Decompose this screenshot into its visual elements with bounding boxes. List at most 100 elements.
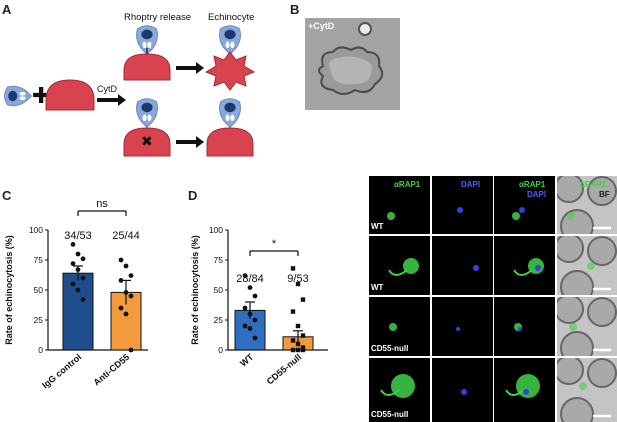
data-point (290, 347, 296, 353)
chart-d: Rate of echinocytosis (%) 0 25 50 75 100 28/84… (190, 225, 328, 387)
data-point (247, 326, 253, 331)
data-point (290, 338, 296, 343)
y-tick-label: 75 (214, 255, 224, 265)
fluorescence-micrograph (494, 176, 555, 234)
data-point (300, 333, 306, 338)
brightfield-micrograph (557, 297, 617, 356)
merozoite-icon (136, 98, 158, 128)
data-point (118, 305, 124, 311)
data-point (295, 281, 301, 287)
echinocyte-icon (204, 51, 256, 91)
merozoite-icon (219, 25, 241, 55)
fluorescence-micrograph (432, 236, 493, 295)
cytd-tag: +CytD (308, 21, 335, 31)
y-tick-label: 75 (34, 255, 44, 265)
data-point (247, 285, 253, 290)
data-point (70, 261, 76, 266)
fluorescence-micrograph (494, 297, 555, 356)
data-point (123, 263, 129, 269)
data-point (70, 242, 76, 247)
x-tick-label: CD55-null (265, 352, 304, 387)
merozoite-icon (4, 85, 32, 107)
fluorescence-micrograph (369, 358, 430, 422)
red-cell-icon (206, 127, 254, 157)
y-tick-label: 50 (214, 285, 224, 295)
fluorescence-micrograph (494, 358, 555, 422)
data-point (252, 317, 258, 323)
fluorescence-micrograph (432, 297, 493, 356)
panel-label-c: C (2, 188, 12, 203)
data-point (80, 275, 86, 281)
column-label-bf: BF (599, 190, 610, 199)
data-point (70, 281, 76, 287)
data-point (252, 293, 258, 299)
fluorescence-micrograph (432, 358, 493, 422)
count-label: 28/84 (236, 273, 264, 285)
panel-label-a: A (2, 2, 12, 17)
panel-b-micrograph: +CytD (305, 18, 400, 110)
data-point (290, 266, 296, 271)
data-point (80, 297, 86, 302)
fluorescence-micrograph (369, 236, 430, 295)
y-axis-label: Rate of echinocytosis (%) (190, 235, 200, 345)
data-point (242, 323, 248, 329)
x-tick-label: Anti-CD55 (92, 352, 132, 388)
data-point (75, 287, 81, 293)
data-point (300, 297, 306, 302)
y-tick-label: 50 (34, 285, 44, 295)
panel-label-d: D (188, 188, 198, 203)
brightfield-micrograph (557, 236, 617, 295)
fluorescence-micrograph (432, 176, 493, 234)
merozoite-icon (219, 98, 241, 128)
bar (62, 272, 94, 351)
data-point (80, 256, 86, 262)
brightfield-micrograph (557, 176, 617, 234)
data-point (118, 278, 124, 283)
data-point (252, 335, 258, 341)
count-label: 34/53 (64, 230, 92, 242)
red-cell-icon (45, 79, 95, 111)
row-label: WT (371, 222, 384, 231)
echinocyte-label: Echinocyte (208, 12, 254, 23)
y-tick-label: 25 (34, 315, 44, 325)
row-label: CD55-null (371, 410, 409, 419)
column-label-arap1: αRAP1 (394, 180, 421, 189)
data-point (75, 251, 81, 257)
x-tick-label: IgG control (40, 352, 83, 391)
significance-label: * (272, 238, 277, 250)
y-tick-label: 0 (38, 345, 43, 355)
data-point (128, 347, 134, 353)
cytd-label: CytD (97, 84, 118, 94)
brightfield-micrograph (557, 358, 617, 422)
count-label: 9/53 (287, 273, 308, 285)
panel-label-b: B (290, 2, 300, 17)
data-point (247, 311, 253, 317)
rhoptry-release-label: Rhoptry release (124, 12, 191, 23)
data-point (295, 323, 301, 329)
data-point (242, 273, 248, 278)
data-point (242, 305, 248, 311)
data-point (118, 257, 124, 263)
data-point (290, 309, 296, 314)
y-tick-label: 0 (218, 345, 223, 355)
fluorescence-micrograph (494, 236, 555, 295)
y-tick-label: 100 (209, 225, 223, 235)
y-tick-label: 100 (29, 225, 43, 235)
y-tick-label: 25 (214, 315, 224, 325)
data-point (295, 347, 301, 353)
data-point (123, 311, 129, 317)
fluorescence-micrograph (369, 176, 430, 234)
data-point (300, 347, 306, 353)
column-label-arap1-merge: αRAP1 (519, 180, 546, 189)
column-label-dapi: DAPI (461, 180, 481, 189)
row-label: WT (371, 283, 384, 292)
column-label-dapi-merge: DAPI (527, 190, 547, 199)
data-point (295, 341, 301, 347)
block-x-icon: ✖ (141, 133, 153, 149)
fluorescence-micrograph (369, 297, 430, 356)
data-point (75, 267, 81, 272)
count-label: 25/44 (112, 230, 140, 242)
data-point (128, 273, 134, 278)
